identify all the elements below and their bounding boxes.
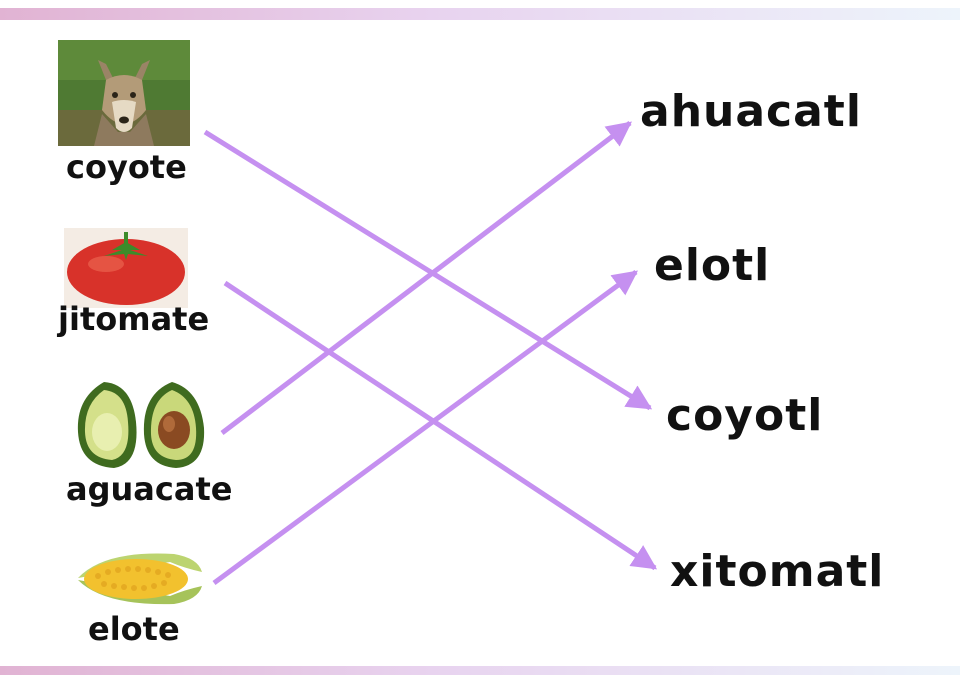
top-decorative-bar	[0, 8, 960, 20]
label-aguacate: aguacate	[66, 470, 233, 508]
avocado-icon	[77, 382, 205, 468]
arrow-aguacate-to-ahuacatl	[220, 121, 632, 435]
arrow-coyote-to-coyotl	[203, 129, 653, 411]
label-coyote: coyote	[66, 148, 187, 186]
tomato-icon	[64, 228, 188, 308]
coyote-icon	[58, 40, 190, 146]
arrow-elote-to-elotl	[212, 269, 639, 586]
word-coyotl[interactable]: coyotl	[666, 390, 824, 441]
word-ahuacatl[interactable]: ahuacatl	[640, 86, 862, 137]
corn-icon	[78, 553, 202, 605]
label-jitomate: jitomate	[58, 300, 210, 338]
word-xitomatl[interactable]: xitomatl	[670, 546, 885, 597]
label-elote: elote	[88, 610, 180, 648]
arrow-jitomate-to-xitomatl	[223, 280, 658, 571]
word-elotl[interactable]: elotl	[654, 240, 771, 291]
bottom-decorative-bar	[0, 666, 960, 675]
